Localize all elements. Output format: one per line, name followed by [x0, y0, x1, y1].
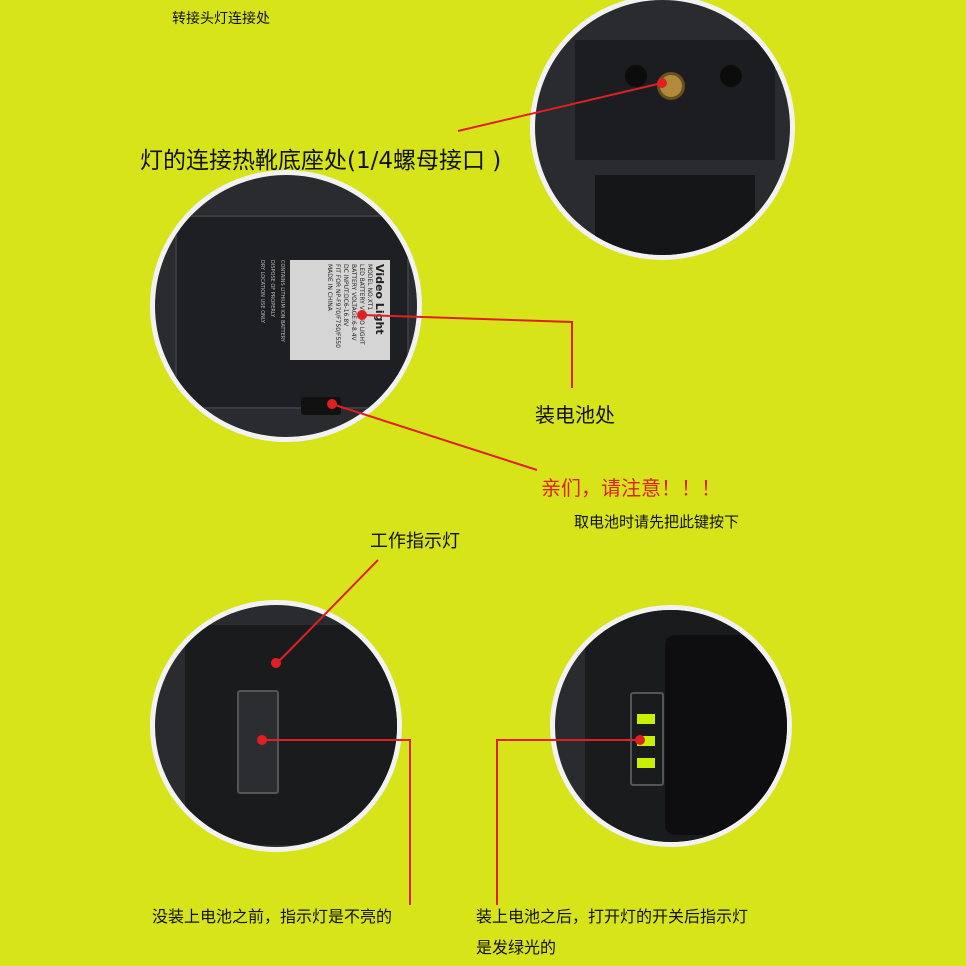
hot-shoe-photo [530, 0, 795, 260]
pointer-dot [271, 658, 281, 668]
indicator-off-photo [150, 600, 402, 852]
pointer-dot [257, 735, 267, 745]
pointer-dot [327, 399, 337, 409]
pointer-dot [357, 310, 367, 320]
caption-hot-shoe: 灯的连接热靴底座处(1/4螺母接口 ) [140, 148, 502, 174]
caption-release-button: 取电池时请先把此键按下 [574, 513, 740, 531]
caption-attention: 亲们，请注意！！！ [541, 476, 721, 500]
product-label: Video Light MODEL NO:XT1 LED BATTERY VID… [290, 260, 390, 360]
caption-adapter-connection: 转接头灯连接处 [172, 11, 270, 27]
battery-compartment-photo: Video Light MODEL NO:XT1 LED BATTERY VID… [150, 170, 422, 442]
screw-thread-nut [657, 72, 685, 100]
indicator-on-photo [550, 605, 792, 847]
caption-before-battery: 没装上电池之前，指示灯是不亮的 [152, 907, 393, 926]
green-led-icon [637, 758, 655, 768]
green-led-icon [637, 714, 655, 724]
pointer-dot [635, 735, 645, 745]
green-led-icon [637, 736, 655, 746]
caption-battery-slot: 装电池处 [535, 403, 615, 427]
caption-indicator: 工作指示灯 [370, 531, 460, 552]
caption-after-battery-2: 是发绿光的 [476, 938, 557, 957]
caption-after-battery-1: 装上电池之后，打开灯的开关后指示灯 [476, 907, 749, 926]
pointer-dot [657, 78, 667, 88]
